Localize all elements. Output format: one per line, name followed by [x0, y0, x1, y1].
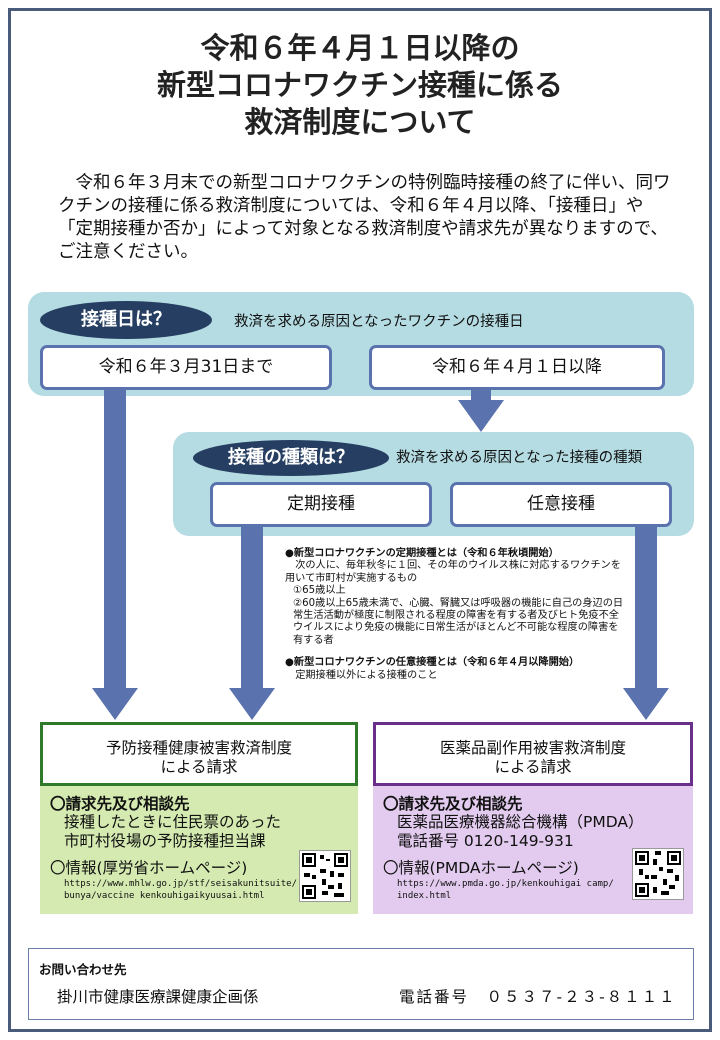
contact-box: お問い合わせ先 掛川市健康医療課健康企画係 電話番号 ０５３７-２３-８１１１: [28, 948, 694, 1020]
definitions: ●新型コロナワクチンの定期接種とは（令和６年秋頃開始） 次の人に、毎年秋冬に１回…: [285, 548, 625, 682]
relief-left-contact-line2: 市町村役場の予防接種担当課: [64, 832, 266, 850]
relief-right-info-head: 〇情報(PMDAホームページ): [383, 859, 579, 877]
regular-item-1: ①65歳以上: [293, 585, 346, 597]
step2-question: 接種の種類は？: [193, 440, 389, 476]
relief-left-url-1[interactable]: https://www.mhlw.go.jp/stf/seisakunitsui…: [64, 879, 297, 889]
arrow-shaft-regular: [241, 527, 263, 690]
relief-right-url-1[interactable]: https://www.pmda.go.jp/kenkouhigai camp/: [397, 879, 614, 889]
title-line-3: 救済制度について: [244, 105, 476, 139]
arrow-shaft-before-march: [104, 390, 126, 690]
relief-drug-side-effect: 医薬品副作用被害救済制度 による請求: [373, 722, 693, 786]
arrow-down-icon: [229, 688, 275, 720]
page-frame: [8, 8, 712, 1032]
intro-paragraph: 令和６年３月末での新型コロナワクチンの特例臨時接種の終了に伴い、同ワクチンの接種…: [58, 173, 671, 262]
relief-right-title-1: 医薬品副作用被害救済制度: [439, 739, 626, 757]
contact-heading: お問い合わせ先: [39, 962, 127, 977]
title-line-2: 新型コロナワクチン接種に係る: [156, 68, 563, 102]
arrow-down-icon: [458, 400, 504, 432]
option-after-april: 令和６年４月１日以降: [369, 345, 665, 390]
relief-left-title-2: による請求: [160, 758, 238, 776]
step2-note: 救済を求める原因となった接種の種類: [396, 450, 643, 466]
relief-left-contact-line1: 接種したときに住民票のあった: [64, 813, 282, 831]
arrow-shaft-to-step2: [471, 390, 491, 402]
contact-office: 掛川市健康医療課健康企画係: [57, 988, 259, 1006]
relief-right-contact-line1: 医薬品医療機器総合機構（PMDA）: [397, 813, 644, 831]
option-before-march: 令和６年３月31日まで: [40, 345, 332, 390]
arrow-down-icon: [623, 688, 669, 720]
step1-note: 救済を求める原因となったワクチンの接種日: [234, 314, 524, 330]
relief-right-title-2: による請求: [494, 758, 572, 776]
qr-code-icon: [299, 850, 351, 902]
regular-definition-body: 次の人に、毎年秋冬に１回、その年のウイルス株に対応するワクチンを用いて市町村が実…: [285, 560, 621, 584]
qr-code-icon: [632, 848, 684, 900]
relief-preventive-vaccination: 予防接種健康被害救済制度 による請求: [40, 722, 358, 786]
relief-right-url-2[interactable]: index.html: [397, 891, 452, 901]
regular-definition-title: ●新型コロナワクチンの定期接種とは（令和６年秋頃開始）: [285, 548, 559, 559]
arrow-shaft-voluntary: [635, 527, 657, 690]
title-line-1: 令和６年４月１日以降の: [200, 31, 520, 65]
voluntary-definition-body: 定期接種以外による接種のこと: [295, 669, 438, 681]
relief-left-url-2[interactable]: bunya/vaccine kenkouhigaikyuusai.html: [64, 891, 265, 901]
voluntary-definition-title: ●新型コロナワクチンの任意接種とは（令和６年４月以降開始）: [285, 657, 580, 669]
contact-phone: 電話番号 ０５３７-２３-８１１１: [399, 988, 677, 1006]
relief-right-contact-line2: 電話番号 0120-149-931: [397, 832, 574, 850]
relief-left-title-1: 予防接種健康被害救済制度: [105, 739, 292, 757]
page-title: 令和６年４月１日以降の 新型コロナワクチン接種に係る 救済制度について: [0, 30, 720, 141]
option-regular: 定期接種: [210, 482, 432, 527]
relief-left-contact-head: 〇請求先及び相談先: [50, 795, 190, 813]
relief-right-contact-head: 〇請求先及び相談先: [383, 795, 523, 813]
option-voluntary: 任意接種: [450, 482, 672, 527]
step1-question: 接種日は？: [40, 301, 212, 339]
arrow-down-icon: [92, 688, 138, 720]
relief-left-info-head: 〇情報(厚労省ホームページ): [50, 859, 248, 877]
regular-item-2: ②60歳以上65歳未満で、心臓、腎臓又は呼吸器の機能に自己の身辺の日常生活活動が…: [293, 597, 624, 646]
